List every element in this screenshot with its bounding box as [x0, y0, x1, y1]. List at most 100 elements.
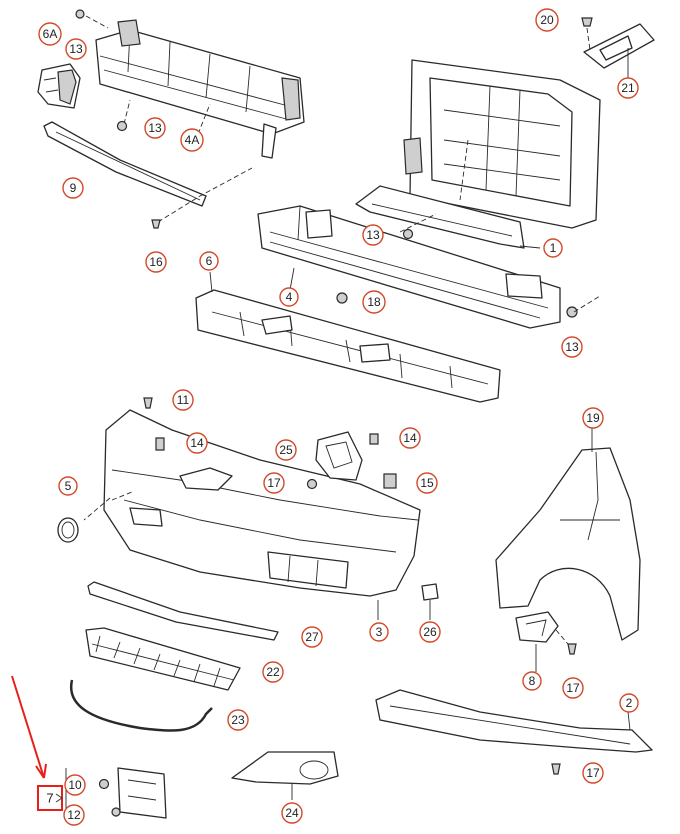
callout-ring — [199, 251, 219, 271]
callout-label: 8 — [529, 674, 536, 688]
fastener-18 — [336, 292, 348, 304]
part-23-chrome-trim — [69, 679, 213, 732]
callout-label: 6A — [43, 27, 58, 41]
callout-ring — [172, 389, 194, 411]
callout-14b[interactable]: 14 — [399, 427, 421, 449]
callout-label: 20 — [540, 13, 554, 27]
callout-label: 12 — [67, 808, 81, 822]
callout-label: 5 — [65, 479, 72, 493]
callout-13a[interactable]: 13 — [65, 38, 87, 60]
callout-label: 1 — [550, 241, 557, 255]
callout-17a[interactable]: 17 — [263, 472, 285, 494]
callout-ring — [263, 472, 285, 494]
callout-13d[interactable]: 13 — [561, 336, 583, 358]
callout-13c[interactable]: 13 — [362, 224, 384, 246]
highlighted-callout-label[interactable]: 7 — [46, 791, 53, 806]
callout-label: 3 — [376, 625, 383, 639]
callout-ring — [362, 290, 386, 314]
callout-11[interactable]: 11 — [172, 389, 194, 411]
fastener-13-center — [402, 228, 414, 240]
callout-ring — [582, 762, 604, 784]
callout-label: 10 — [68, 778, 82, 792]
callout-19[interactable]: 19 — [582, 407, 604, 429]
callout-label: 13 — [565, 340, 579, 354]
callout-24[interactable]: 24 — [281, 802, 303, 824]
callout-21[interactable]: 21 — [617, 77, 639, 99]
callout-25[interactable]: 25 — [275, 439, 297, 461]
callout-1[interactable]: 1 — [543, 238, 563, 258]
callout-label: 11 — [177, 393, 190, 407]
callout-10[interactable]: 10 — [64, 774, 86, 796]
callout-6A[interactable]: 6A — [38, 22, 62, 46]
callout-label: 22 — [266, 665, 280, 679]
callout-4A[interactable]: 4A — [180, 128, 204, 152]
callout-ring — [619, 693, 639, 713]
callout-label: 13 — [366, 228, 380, 242]
fastener-14-left — [155, 437, 165, 451]
callout-ring — [145, 251, 167, 273]
part-19-fender — [495, 447, 641, 641]
callout-ring — [180, 128, 204, 152]
fastener-17-left — [306, 478, 318, 490]
part-26-plug — [421, 583, 439, 601]
callout-4[interactable]: 4 — [279, 287, 299, 307]
fastener-12 — [111, 807, 121, 817]
part-4-reinforcement — [257, 205, 561, 329]
callout-13b[interactable]: 13 — [144, 117, 166, 139]
callout-18[interactable]: 18 — [362, 290, 386, 314]
callout-label: 4A — [185, 133, 200, 147]
callout-12[interactable]: 12 — [63, 804, 85, 826]
callout-ring — [144, 117, 166, 139]
callout-ring — [562, 677, 584, 699]
callout-ring — [63, 804, 85, 826]
callout-9[interactable]: 9 — [62, 177, 84, 199]
callout-label: 2 — [626, 696, 633, 710]
callout-label: 21 — [621, 81, 635, 95]
callout-15[interactable]: 15 — [416, 472, 438, 494]
annotation-arrow — [11, 675, 45, 779]
callout-label: 15 — [420, 476, 434, 490]
callout-ring — [65, 38, 87, 60]
callout-ring — [227, 709, 249, 731]
callout-3[interactable]: 3 — [369, 622, 389, 642]
part-6a-bracket — [37, 63, 81, 109]
part-license-bracket — [117, 767, 167, 819]
callout-16[interactable]: 16 — [145, 251, 167, 273]
callout-22[interactable]: 22 — [262, 661, 284, 683]
callout-ring — [582, 407, 604, 429]
callout-label: 14 — [190, 436, 204, 450]
callout-label: 27 — [305, 630, 319, 644]
callout-label: 9 — [70, 181, 77, 195]
callout-label: 17 — [566, 681, 580, 695]
part-9-lower-strip — [43, 121, 207, 207]
callout-ring — [38, 22, 62, 46]
callout-ring — [561, 336, 583, 358]
callout-ring — [301, 626, 323, 648]
callout-6[interactable]: 6 — [199, 251, 219, 271]
callout-8[interactable]: 8 — [522, 671, 542, 691]
callout-ring — [281, 802, 303, 824]
callout-ring — [522, 671, 542, 691]
part-8-bracket — [515, 611, 559, 643]
callout-23[interactable]: 23 — [227, 709, 249, 731]
part-22-lower-grille — [85, 627, 241, 691]
callout-14a[interactable]: 14 — [186, 432, 208, 454]
part-5-tow-cap — [57, 517, 79, 543]
callout-ring — [186, 432, 208, 454]
part-21-bracket — [583, 23, 655, 69]
fastener-10 — [98, 778, 110, 790]
callout-ring — [543, 238, 563, 258]
callout-26[interactable]: 26 — [419, 621, 441, 643]
callout-17c[interactable]: 17 — [582, 762, 604, 784]
callout-20[interactable]: 20 — [535, 8, 559, 32]
callout-2[interactable]: 2 — [619, 693, 639, 713]
part-1-radiator-support — [355, 59, 601, 249]
part-3-bumper-cover — [103, 409, 421, 597]
callout-17b[interactable]: 17 — [562, 677, 584, 699]
part-24-fog-bezel — [231, 751, 339, 785]
callout-5[interactable]: 5 — [58, 476, 78, 496]
part-25-cover — [315, 431, 363, 481]
callout-27[interactable]: 27 — [301, 626, 323, 648]
